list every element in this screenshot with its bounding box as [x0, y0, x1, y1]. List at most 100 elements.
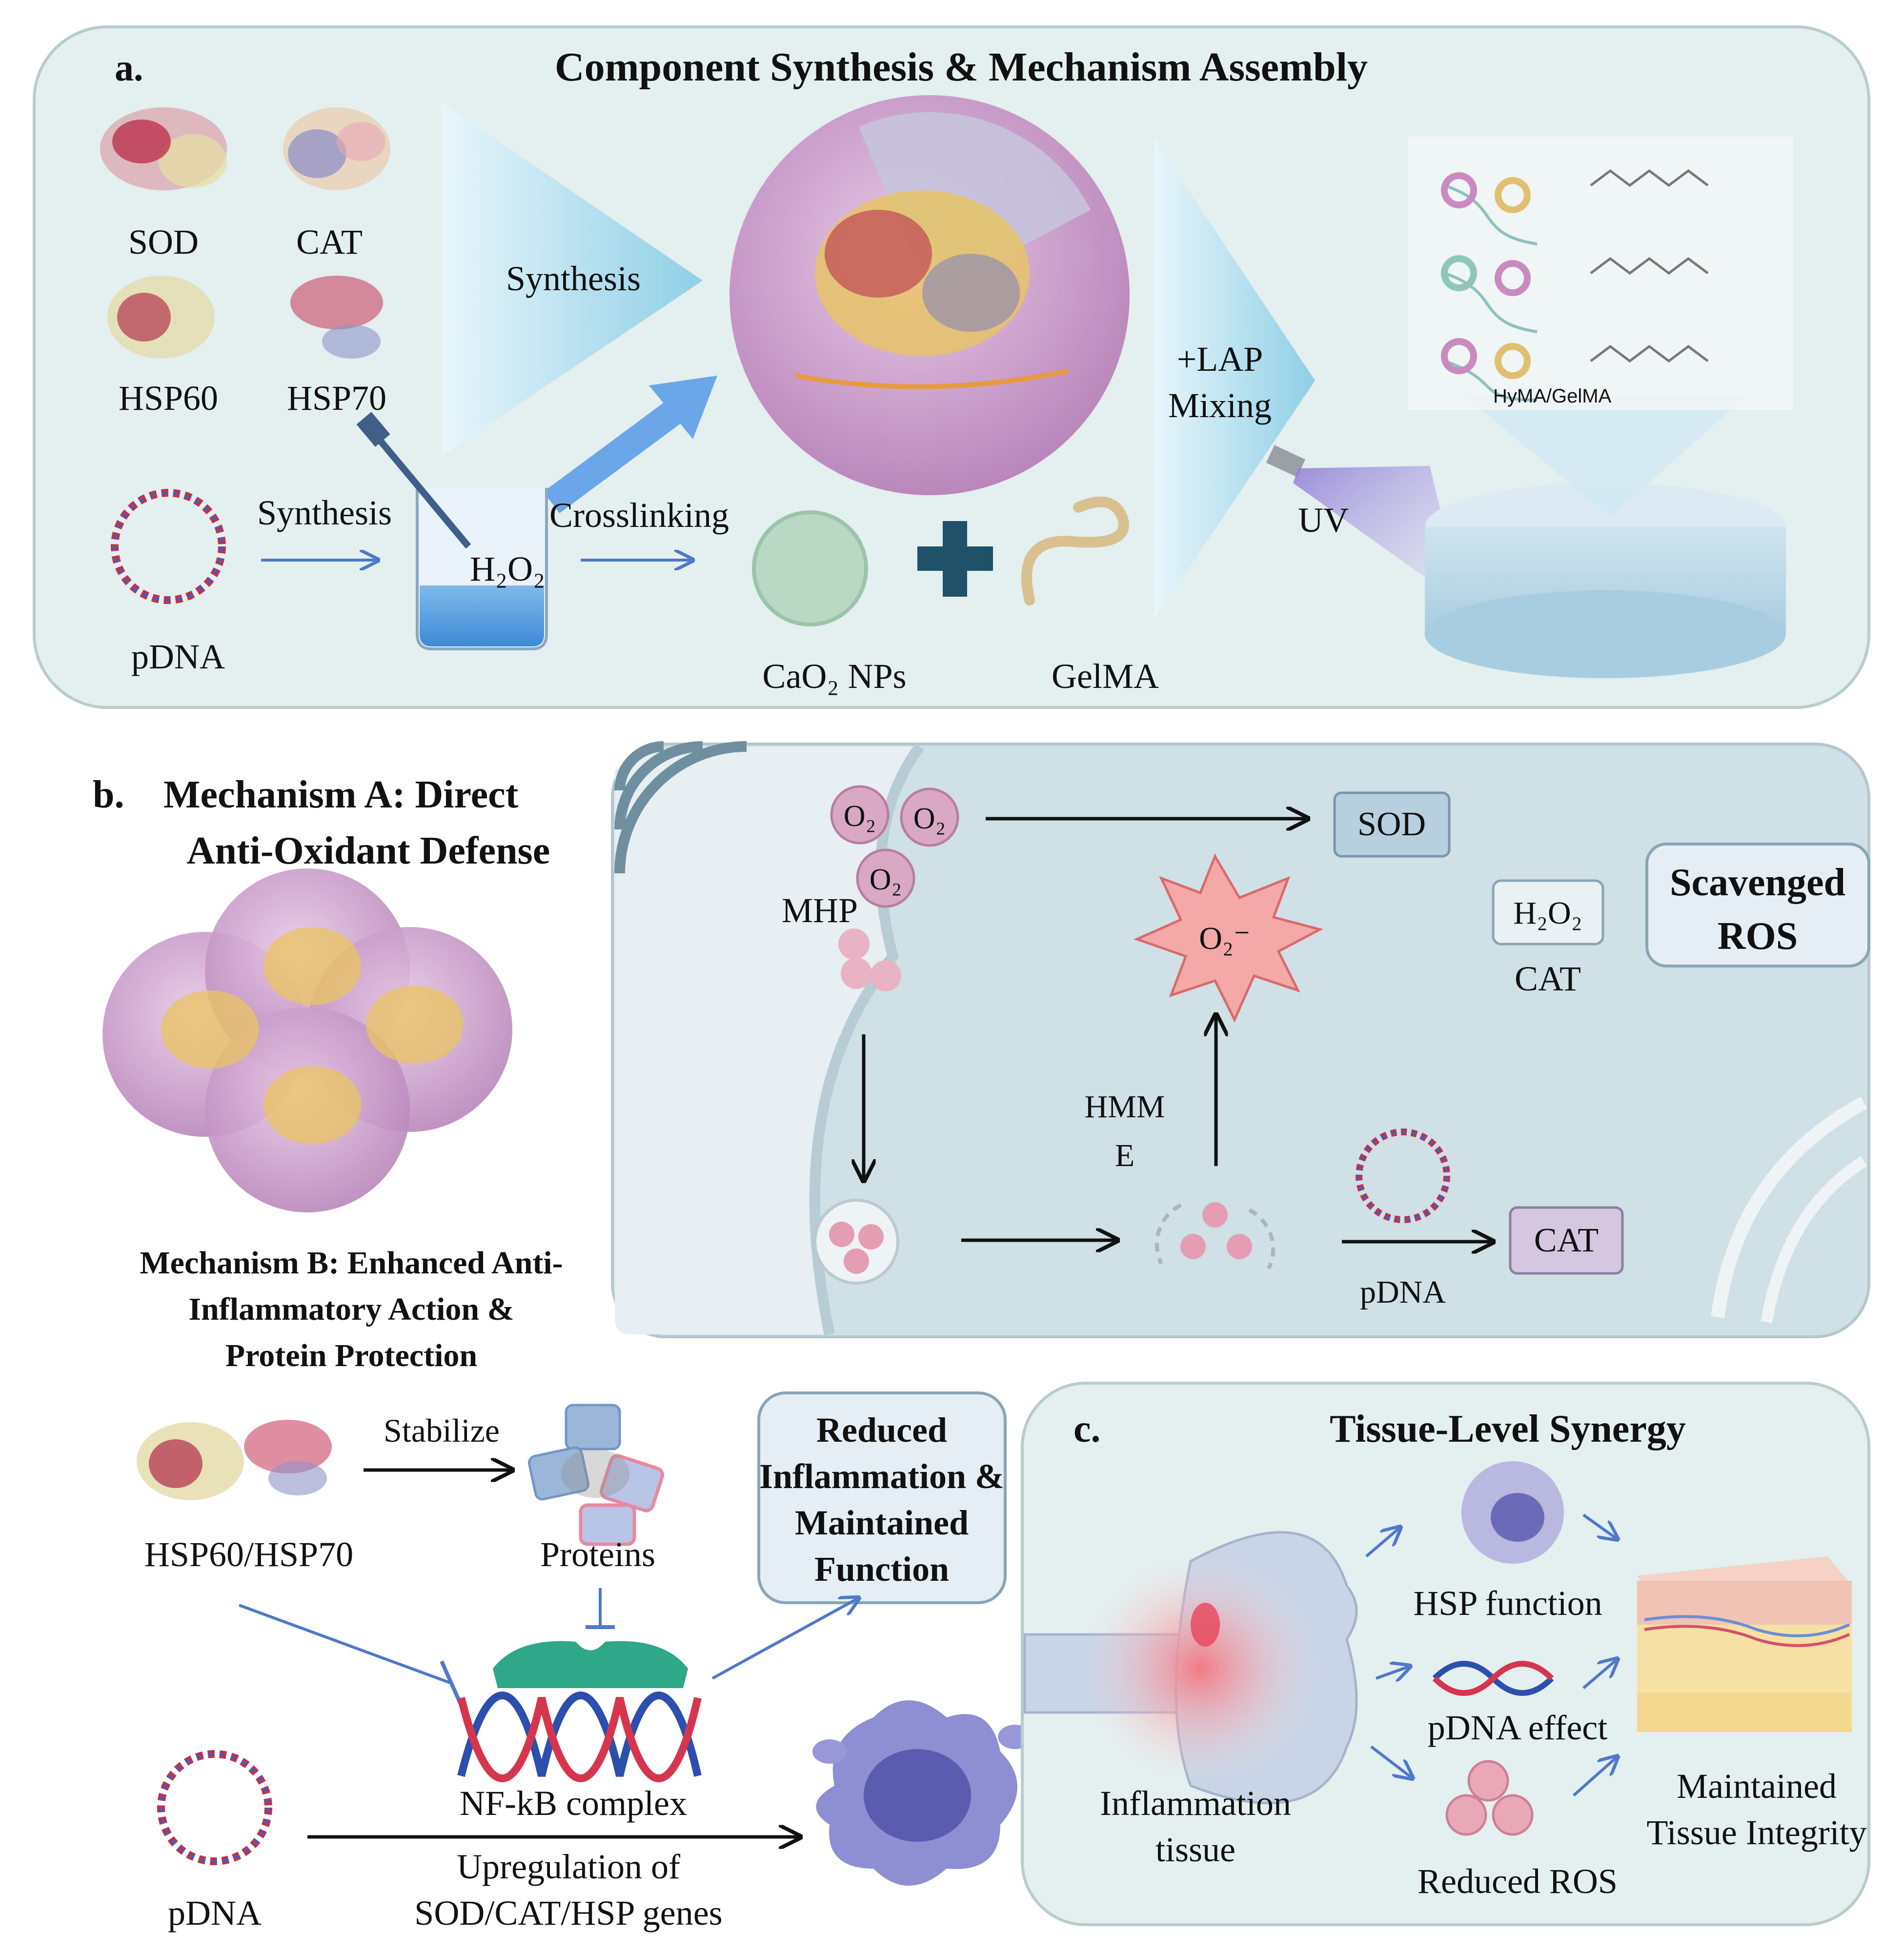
- arrow-ros-to-tissue: [1573, 1756, 1618, 1797]
- label-upreg-line1: Upregulation of: [457, 1847, 680, 1886]
- zoom-cone: [1464, 395, 1747, 517]
- signal-arc-1: [614, 741, 747, 874]
- hsp-cell-nucleus: [1491, 1493, 1544, 1542]
- inflammation-core: [1191, 1603, 1220, 1647]
- cell-membrane-region: [615, 746, 922, 1334]
- vesicle-particle-1: [829, 1222, 854, 1247]
- ros-particle-3: [1492, 1794, 1534, 1836]
- scavenged-label-line2: ROS: [1718, 915, 1798, 958]
- vesicle-particle-2: [858, 1224, 884, 1249]
- panel-b-cell: O₂ O₂ O₂ MHP SOD O₂⁻ H₂O₂ CAT Scavenged …: [611, 741, 1870, 1338]
- arrow-to-hsp: [1365, 1527, 1400, 1558]
- label-maintained-line2: Tissue Integrity: [1646, 1813, 1866, 1852]
- panel-a-title: Component Synthesis & Mechanism Assembly: [555, 44, 1368, 90]
- h2o2-box: [1492, 879, 1604, 946]
- pdna-ring-strand: [113, 491, 223, 602]
- arrow-nfkb-to-reduced: [711, 1598, 859, 1680]
- hydrogel-disc: [1425, 483, 1786, 678]
- nfkb-complex-icon: [457, 1641, 702, 1782]
- label-cat: CAT: [296, 222, 363, 262]
- label-crosslinking: Crosslinking: [549, 496, 729, 535]
- nanoreactor-cluster: [102, 868, 512, 1212]
- mhp-particle-2: [870, 960, 901, 991]
- o2-label-3: O₂: [870, 863, 902, 896]
- thick-arrow-head: [649, 376, 717, 439]
- signal-arc-3: [614, 741, 664, 791]
- label-pdna-bottom: pDNA: [168, 1894, 262, 1933]
- protein-hsp70-icon: [290, 276, 383, 359]
- arrow-to-pdna: [1375, 1666, 1410, 1678]
- reduced-line4: Function: [814, 1550, 949, 1589]
- label-gelma: GelMA: [1052, 657, 1159, 696]
- label-pdna-a: pDNA: [131, 637, 225, 676]
- superoxide-label: O₂⁻: [1199, 921, 1251, 956]
- sod-box: [1333, 791, 1451, 858]
- mech-b-title-line1: Mechanism B: Enhanced Anti-: [140, 1245, 563, 1281]
- o2-label-2: O₂: [913, 802, 946, 835]
- label-sod: SOD: [128, 222, 199, 262]
- o2-bubble-3: [856, 848, 915, 908]
- panel-b-title-line2: Anti-Oxidant Defense: [187, 829, 550, 872]
- label-upreg-line2: SOD/CAT/HSP genes: [414, 1894, 722, 1933]
- label-reduced-ros: Reduced ROS: [1418, 1862, 1618, 1901]
- o2-bubble-1: [830, 785, 890, 845]
- arrow-hsp-to-tissue: [1582, 1513, 1618, 1539]
- label-hsp70: HSP70: [287, 379, 386, 418]
- label-mixing: Mixing: [1168, 386, 1272, 425]
- label-cat-under-h2o2: CAT: [1515, 959, 1581, 998]
- macrophage-icon: [812, 1700, 1032, 1886]
- reduced-inflammation-box: [757, 1391, 1007, 1604]
- uv-beam: [1293, 466, 1464, 605]
- hydrogel-network-inset: [1408, 137, 1793, 410]
- thick-arrow-shaft: [543, 394, 691, 514]
- beaker-icon: [356, 412, 548, 650]
- endocytic-vesicle: [813, 1199, 899, 1285]
- uv-lamp-icon: [1266, 445, 1306, 477]
- lap-mixing-triangle: [1154, 139, 1315, 620]
- er-structure-1: [1711, 1096, 1867, 1318]
- arrow-pdna-to-tissue: [1582, 1659, 1618, 1690]
- synthesis-triangle: [442, 102, 703, 456]
- label-synthesis-arrow: Synthesis: [257, 493, 392, 532]
- cat-box-label: CAT: [1534, 1222, 1599, 1259]
- mech-b-title-line2: Inflammatory Action &: [188, 1291, 514, 1327]
- inflammation-glow: [1083, 1556, 1317, 1781]
- synthesis-triangle-label: Synthesis: [506, 259, 641, 298]
- ros-particle-1: [1467, 1760, 1509, 1802]
- label-inflammation-line1: Inflammation: [1100, 1784, 1291, 1823]
- cat-box: [1509, 1206, 1624, 1275]
- panel-c-title: Tissue-Level Synergy: [1330, 1408, 1686, 1450]
- label-uv: UV: [1298, 501, 1349, 540]
- label-mhp: MHP: [782, 891, 858, 930]
- protein-hsp60-icon: [107, 276, 215, 359]
- mhp-particle-3: [841, 958, 872, 989]
- mhp-particle-1: [838, 928, 870, 960]
- label-hydrogel: HyMA/GelMA: [1493, 385, 1612, 407]
- panel-b-label: b.: [93, 773, 124, 816]
- panel-a-label: a.: [115, 46, 143, 89]
- gelma-chain-icon: [1021, 496, 1129, 605]
- proteins-cluster-icon: [527, 1404, 665, 1546]
- label-pdna-effect: pDNA effect: [1428, 1708, 1608, 1747]
- sod-box-label: SOD: [1357, 806, 1426, 843]
- label-hsp60-hsp70: HSP60/HSP70: [144, 1535, 353, 1574]
- panel-c-label: c.: [1074, 1408, 1101, 1450]
- o2-bubble-2: [900, 787, 959, 847]
- label-h2o2-beaker: H₂O₂: [470, 549, 545, 588]
- panel-b-title-line1: Mechanism A: Direct: [163, 773, 519, 816]
- inhibit-line-hsp: [238, 1604, 452, 1685]
- signal-arc-2: [614, 741, 703, 830]
- label-maintained-line1: Maintained: [1677, 1767, 1837, 1806]
- label-proteins: Proteins: [540, 1535, 655, 1574]
- plus-icon: [917, 521, 993, 597]
- label-stabilize: Stabilize: [384, 1412, 500, 1449]
- label-hmme-line2: E: [1115, 1138, 1134, 1173]
- h2o2-box-label: H₂O₂: [1513, 895, 1582, 931]
- dna-strand-red: [1432, 1661, 1554, 1696]
- label-hmme-line1: HMM: [1084, 1089, 1165, 1125]
- inhibit-bar-hsp: [440, 1660, 463, 1706]
- cao2-nanoparticle-icon: [752, 510, 868, 626]
- label-nfkb: NF-kB complex: [460, 1784, 687, 1823]
